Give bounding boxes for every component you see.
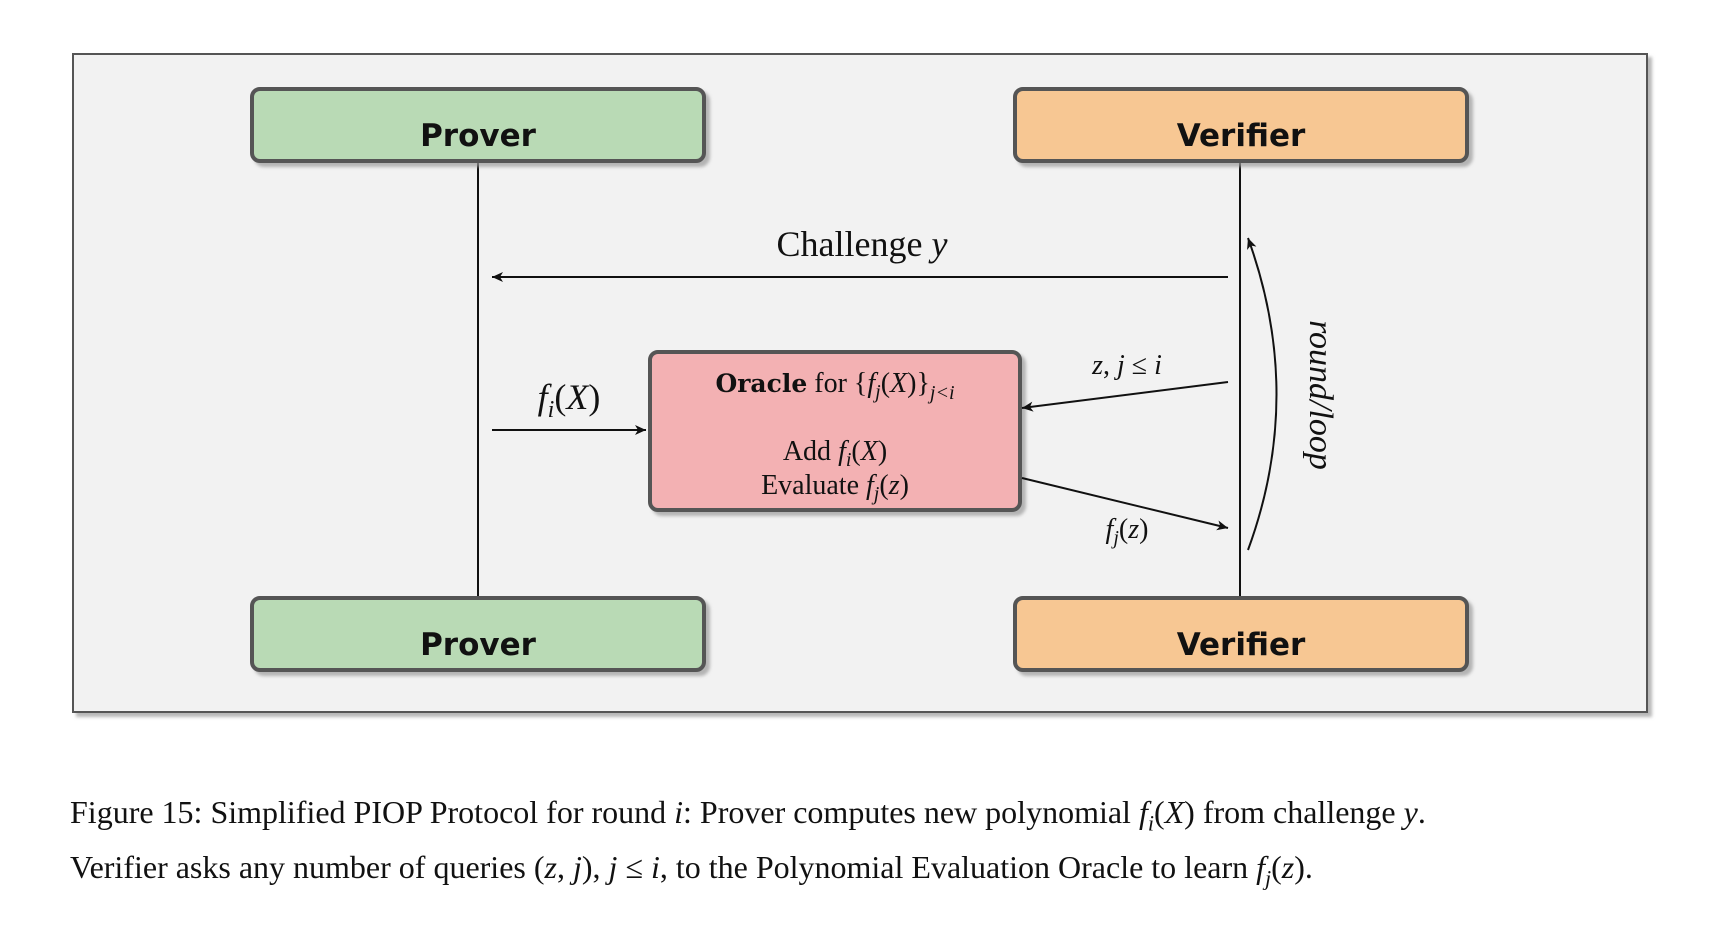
verifier-top-box: Verifier [1013, 87, 1469, 163]
challenge-label: Challenge y [777, 224, 948, 264]
prover-bottom-title: Prover [420, 627, 537, 663]
prover-top-title: Prover [420, 118, 537, 154]
response-arrow [1021, 477, 1229, 531]
prover-bottom-box: Prover [250, 596, 706, 672]
loop-arrow [1247, 237, 1278, 551]
verifier-bottom-title: Verifier [1177, 627, 1306, 663]
oracle-box: Oracle for {fj(X)}j<i Add fi(X) Evaluate… [648, 350, 1022, 512]
oracle-title: Oracle for {fj(X)}j<i [715, 368, 954, 404]
oracle-evaluate-line: Evaluate fj(z) [761, 470, 909, 505]
verifier-top-title: Verifier [1177, 118, 1306, 154]
query-arrow [1021, 381, 1229, 412]
figure-caption: Figure 15: Simplified PIOP Protocol for … [70, 790, 1670, 901]
caption-line-2: Verifier asks any number of queries (z, … [70, 849, 1313, 891]
response-label: fj(z) [1106, 514, 1149, 549]
verifier-bottom-box: Verifier [1013, 596, 1469, 672]
query-label: z, j ≤ i [1091, 350, 1162, 381]
prover-top-box: Prover [250, 87, 706, 163]
loop-label: round/loop [1302, 320, 1339, 470]
fi-label: fi(X) [538, 377, 601, 423]
oracle-add-line: Add fi(X) [783, 436, 887, 471]
caption-line-1: Figure 15: Simplified PIOP Protocol for … [70, 794, 1426, 836]
